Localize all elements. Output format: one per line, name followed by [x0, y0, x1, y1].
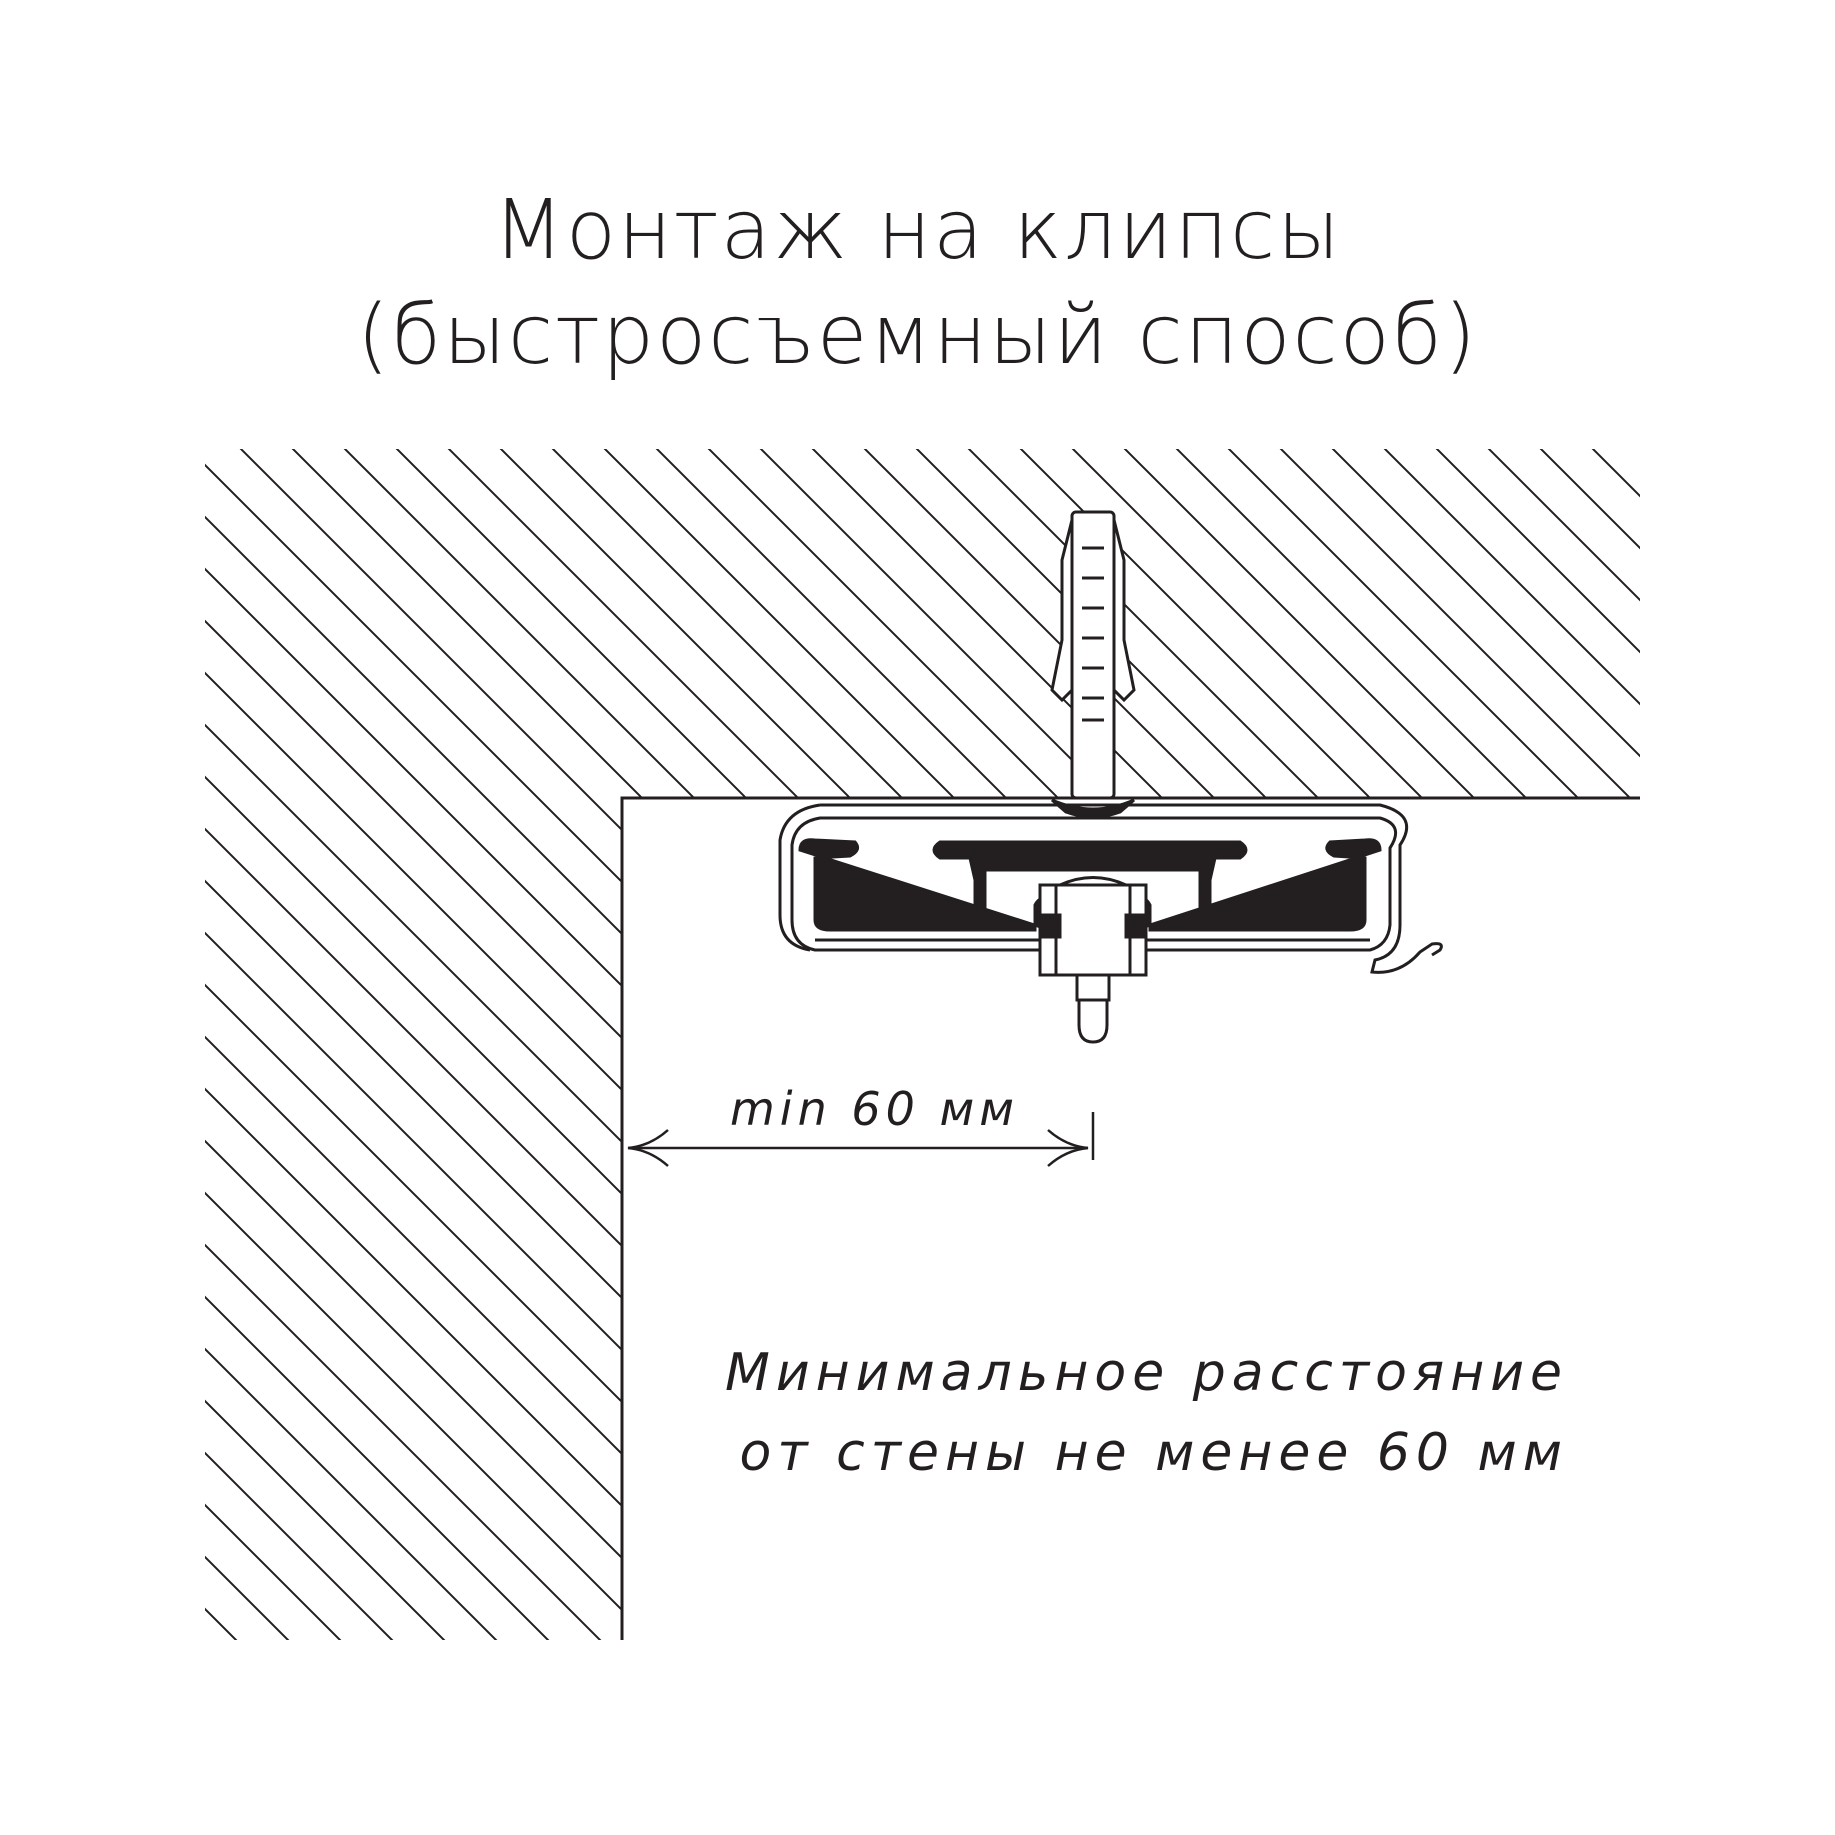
arrow-left-icon: [627, 1129, 669, 1167]
note-line-2: от стены не менее 60 мм: [740, 1423, 1569, 1483]
diagram-title: Монтаж на клипсы: [493, 183, 1342, 278]
mounting-clip: [1038, 876, 1148, 1044]
screw-head: [1051, 798, 1135, 819]
ceiling-wall-edge: [620, 796, 1640, 1640]
arrow-right-icon: [1047, 1129, 1089, 1167]
dimension-line: [627, 1112, 1095, 1167]
dimension-label: min 60 мм: [730, 1082, 1019, 1136]
note-line-1: Минимальное расстояние: [725, 1343, 1568, 1403]
dowel-anchor: [1050, 510, 1136, 800]
diagram-subtitle: (быстросъемный способ): [357, 288, 1478, 383]
